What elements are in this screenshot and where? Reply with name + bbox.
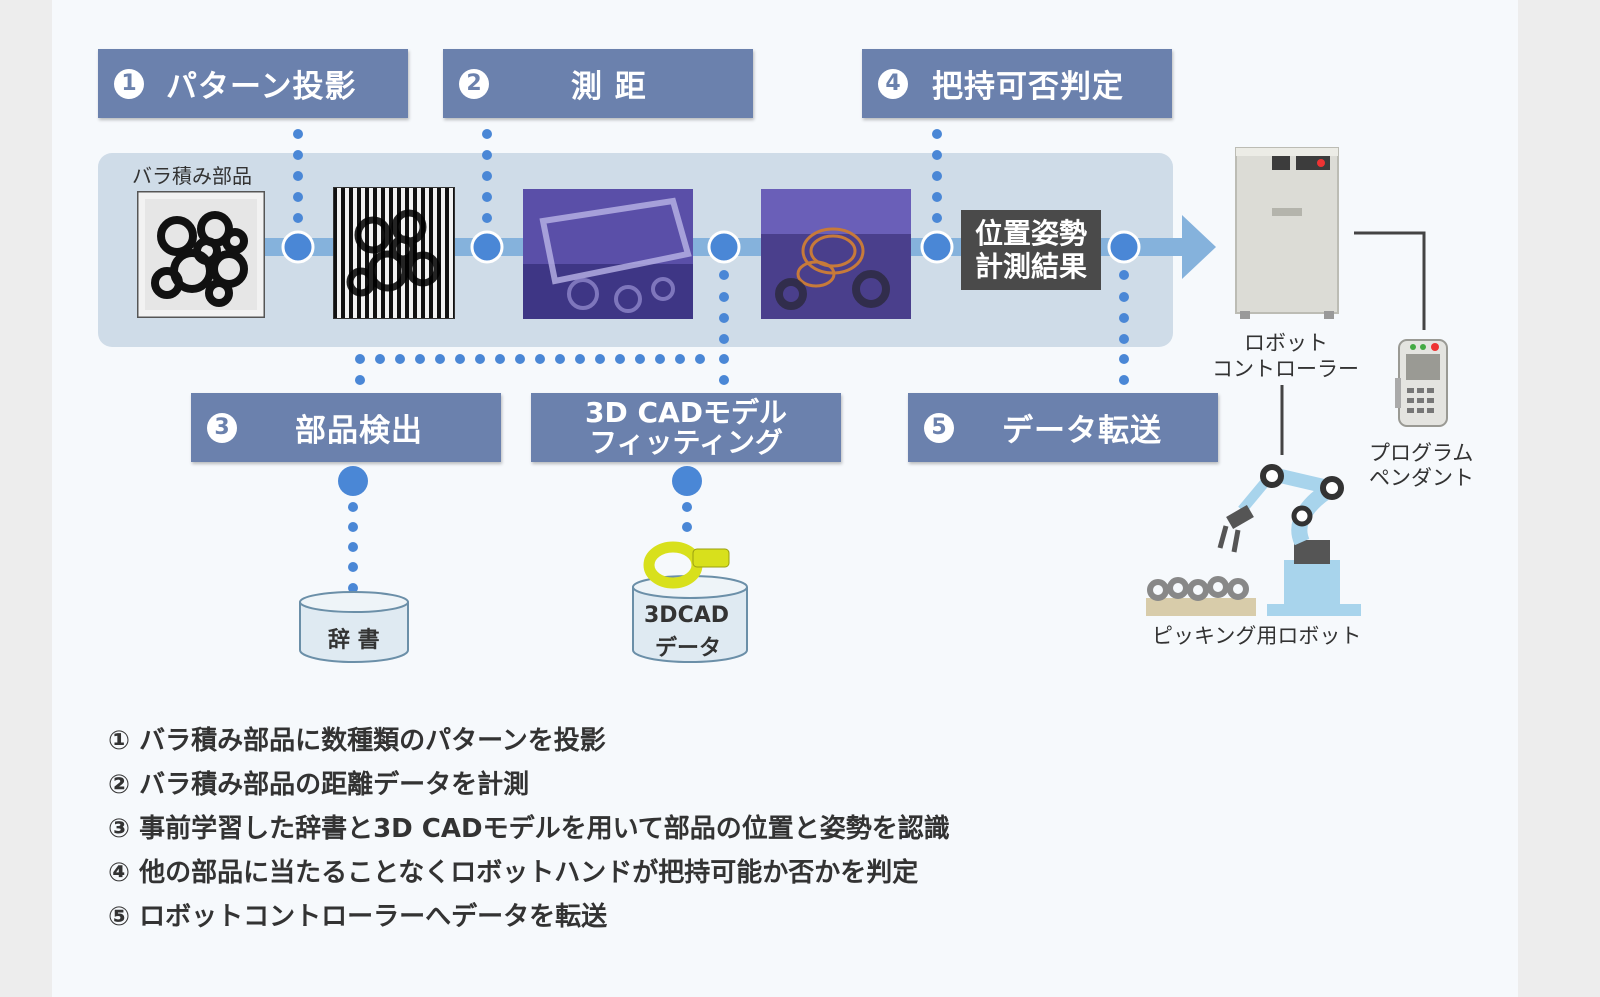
cable-lines — [1280, 231, 1426, 455]
flow-arrow-icon — [1182, 215, 1216, 279]
pendant-label-line1: プログラム — [1369, 441, 1474, 465]
picking-robot-label: ピッキング用ロボット — [1152, 624, 1362, 648]
picking-robot-icon — [1146, 464, 1361, 616]
step-number: 5 — [924, 412, 954, 443]
step-number: 4 — [878, 68, 908, 99]
cad-label-line2: データ — [655, 636, 722, 661]
fit-label-line2: フィッティング — [589, 425, 783, 459]
cad-label-line1: 3DCAD — [644, 603, 730, 628]
step-number: 3 — [207, 412, 237, 443]
step-cad-fitting: 3D CADモデル フィッティング — [531, 393, 841, 462]
fit-label-line1: 3D CADモデル — [585, 395, 787, 429]
step-4-grasp-judgement: 4 把持可否判定 — [862, 49, 1172, 118]
depth-map-image — [523, 189, 693, 319]
bulk-parts-image — [137, 191, 265, 318]
step-5-data-transfer: 5 データ転送 — [908, 393, 1218, 462]
robot-controller-icon — [1235, 147, 1339, 319]
pattern-projection-image — [333, 187, 455, 319]
step-label: 部品検出 — [295, 413, 423, 449]
step-number: 2 — [459, 68, 489, 99]
step-2-ranging: 2 測 距 — [443, 49, 753, 118]
description-item: ④ 他の部品に当たることなくロボットハンドが把持可能か否かを判定 — [108, 858, 919, 888]
fitting-result-image — [761, 189, 911, 319]
pose-result-box: 位置姿勢 計測結果 — [961, 210, 1101, 290]
pendant-label-line2: ペンダント — [1369, 466, 1474, 490]
robot-controller-label-line2: コントローラー — [1212, 357, 1359, 381]
dictionary-label: 辞 書 — [328, 628, 380, 653]
step-3-part-detection: 3 部品検出 — [191, 393, 501, 462]
dictionary-cylinder-icon — [299, 591, 409, 663]
step-label: 測 距 — [571, 69, 647, 105]
step-label: データ転送 — [1002, 413, 1162, 449]
step-number: 1 — [114, 68, 144, 99]
step-label: 把持可否判定 — [932, 69, 1124, 105]
description-item: ② バラ積み部品の距離データを計測 — [108, 770, 530, 800]
step-1-pattern-projection: 1 パターン投影 — [98, 49, 408, 118]
connector-layer — [281, 129, 1141, 593]
step-label: パターン投影 — [166, 69, 357, 105]
teach-pendant-icon — [1395, 339, 1448, 427]
pose-result-line1: 位置姿勢 — [974, 217, 1087, 250]
description-item: ⑤ ロボットコントローラーへデータを転送 — [108, 902, 608, 932]
cad-data-cylinder-icon — [632, 541, 748, 663]
bulk-parts-label: バラ積み部品 — [132, 164, 252, 188]
description-item: ③ 事前学習した辞書と3D CADモデルを用いて部品の位置と姿勢を認識 — [108, 814, 950, 844]
pose-result-line2: 計測結果 — [974, 250, 1087, 283]
diagram-canvas: 1 パターン投影 2 測 距 4 把持可否判定 3 部品検出 3D CADモデル… — [52, 0, 1518, 997]
description-item: ① バラ積み部品に数種類のパターンを投影 — [108, 726, 606, 756]
robot-controller-label-line1: ロボット — [1244, 331, 1328, 355]
